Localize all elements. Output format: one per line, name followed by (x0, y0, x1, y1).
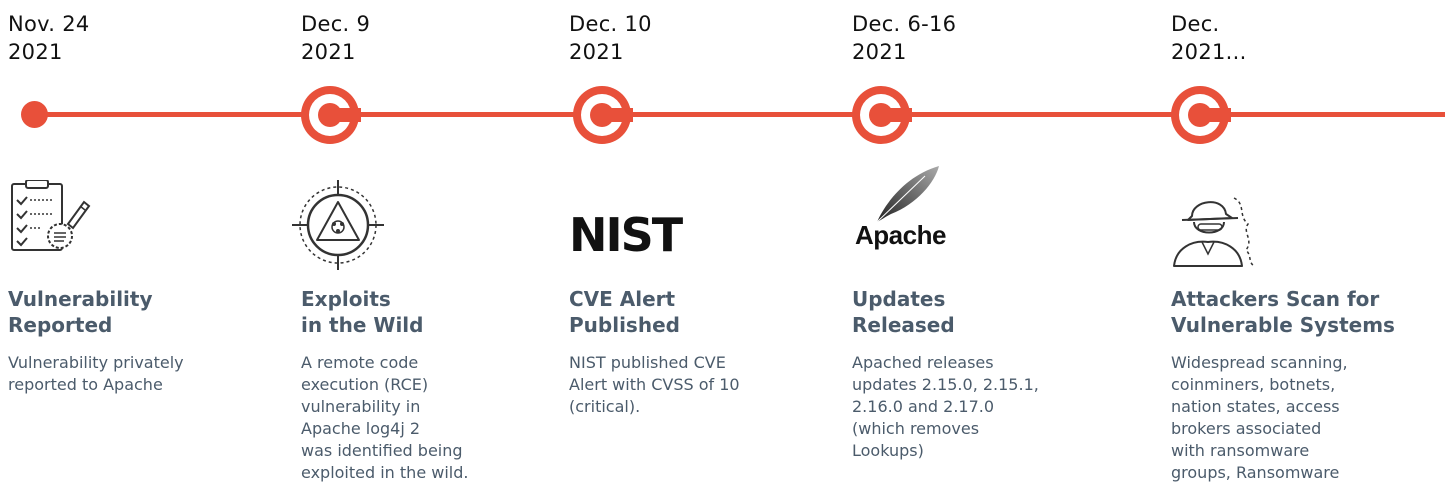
event-date-text: Dec. 2021... (1171, 12, 1247, 64)
event-date: Dec. 6-16 2021 (852, 10, 1102, 66)
event-date: Dec. 10 2021 (569, 10, 819, 66)
timeline-marker-ring (573, 86, 633, 144)
event-description: Vulnerability privately reported to Apac… (8, 353, 184, 394)
apache-logo-text: Apache (855, 220, 946, 250)
apache-feather-logo: Apache (855, 164, 1075, 260)
timeline-marker-ring (301, 86, 361, 144)
timeline-marker-ring (852, 86, 912, 144)
timeline-marker-start (21, 101, 48, 128)
timeline-line (34, 112, 1445, 117)
event-date: Dec. 2021... (1171, 10, 1421, 66)
event-date: Dec. 9 2021 (301, 10, 551, 66)
event-description: Widespread scanning, coinminers, botnets… (1171, 353, 1348, 482)
event-description: A remote code execution (RCE) vulnerabil… (301, 353, 469, 482)
nist-logo: NIST (569, 208, 789, 298)
event-title: Attackers Scan for Vulnerable Systems (1171, 287, 1395, 337)
event-title: CVE Alert Published (569, 287, 680, 337)
event-title: Updates Released (852, 287, 955, 337)
event-date-text: Nov. 24 2021 (8, 12, 90, 64)
event-date-text: Dec. 6-16 2021 (852, 12, 957, 64)
event-date-text: Dec. 9 2021 (301, 12, 371, 64)
nist-logo-text: NIST (569, 208, 683, 262)
crosshair-target-icon (290, 180, 510, 270)
event-description: NIST published CVE Alert with CVSS of 10… (569, 353, 740, 416)
timeline-marker-ring (1171, 86, 1231, 144)
event-description: Apached releases updates 2.15.0, 2.15.1,… (852, 353, 1039, 460)
clipboard-checklist-icon (8, 179, 228, 270)
event-title: Vulnerability Reported (8, 287, 153, 337)
event-title: Exploits in the Wild (301, 287, 424, 337)
event-date: Nov. 24 2021 (8, 10, 258, 66)
event-date-text: Dec. 10 2021 (569, 12, 652, 64)
hooded-attacker-icon (1168, 190, 1388, 280)
